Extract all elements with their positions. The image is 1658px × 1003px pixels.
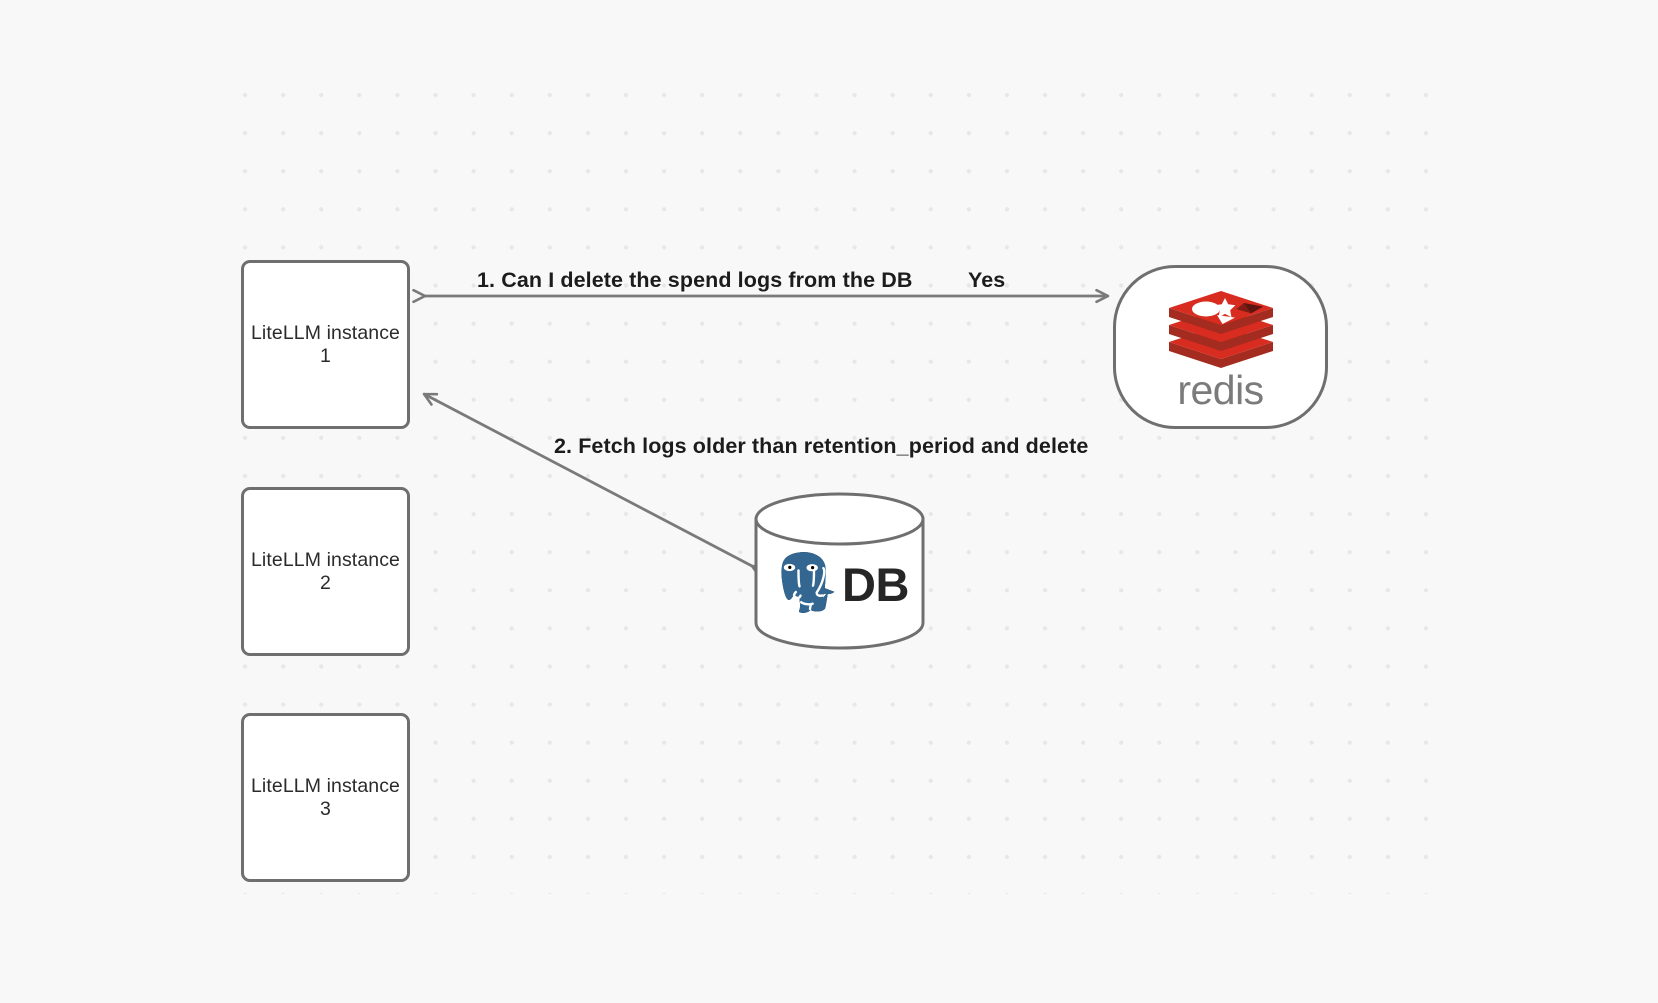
node-label: LiteLLM instance 2 — [250, 548, 401, 594]
node-litellm-instance-2[interactable]: LiteLLM instance 2 — [241, 487, 410, 656]
edge-label-step-2: 2. Fetch logs older than retention_perio… — [554, 434, 1089, 458]
postgresql-elephant-icon — [778, 548, 838, 617]
redis-wordmark: redis — [1177, 366, 1264, 413]
node-litellm-instance-3[interactable]: LiteLLM instance 3 — [241, 713, 410, 882]
node-label: LiteLLM instance 3 — [250, 774, 401, 820]
database-content: DB — [753, 492, 926, 650]
node-label: LiteLLM instance 1 — [250, 321, 401, 367]
node-database[interactable]: DB — [753, 492, 926, 650]
edge-db-litellm1 — [422, 392, 767, 578]
database-label: DB — [842, 557, 909, 611]
edge-label-step-1: 1. Can I delete the spend logs from the … — [477, 268, 913, 292]
edge-label-yes: Yes — [968, 268, 1006, 292]
node-redis[interactable]: redis — [1113, 265, 1328, 429]
node-litellm-instance-1[interactable]: LiteLLM instance 1 — [241, 260, 410, 429]
redis-logo-icon — [1168, 290, 1273, 368]
